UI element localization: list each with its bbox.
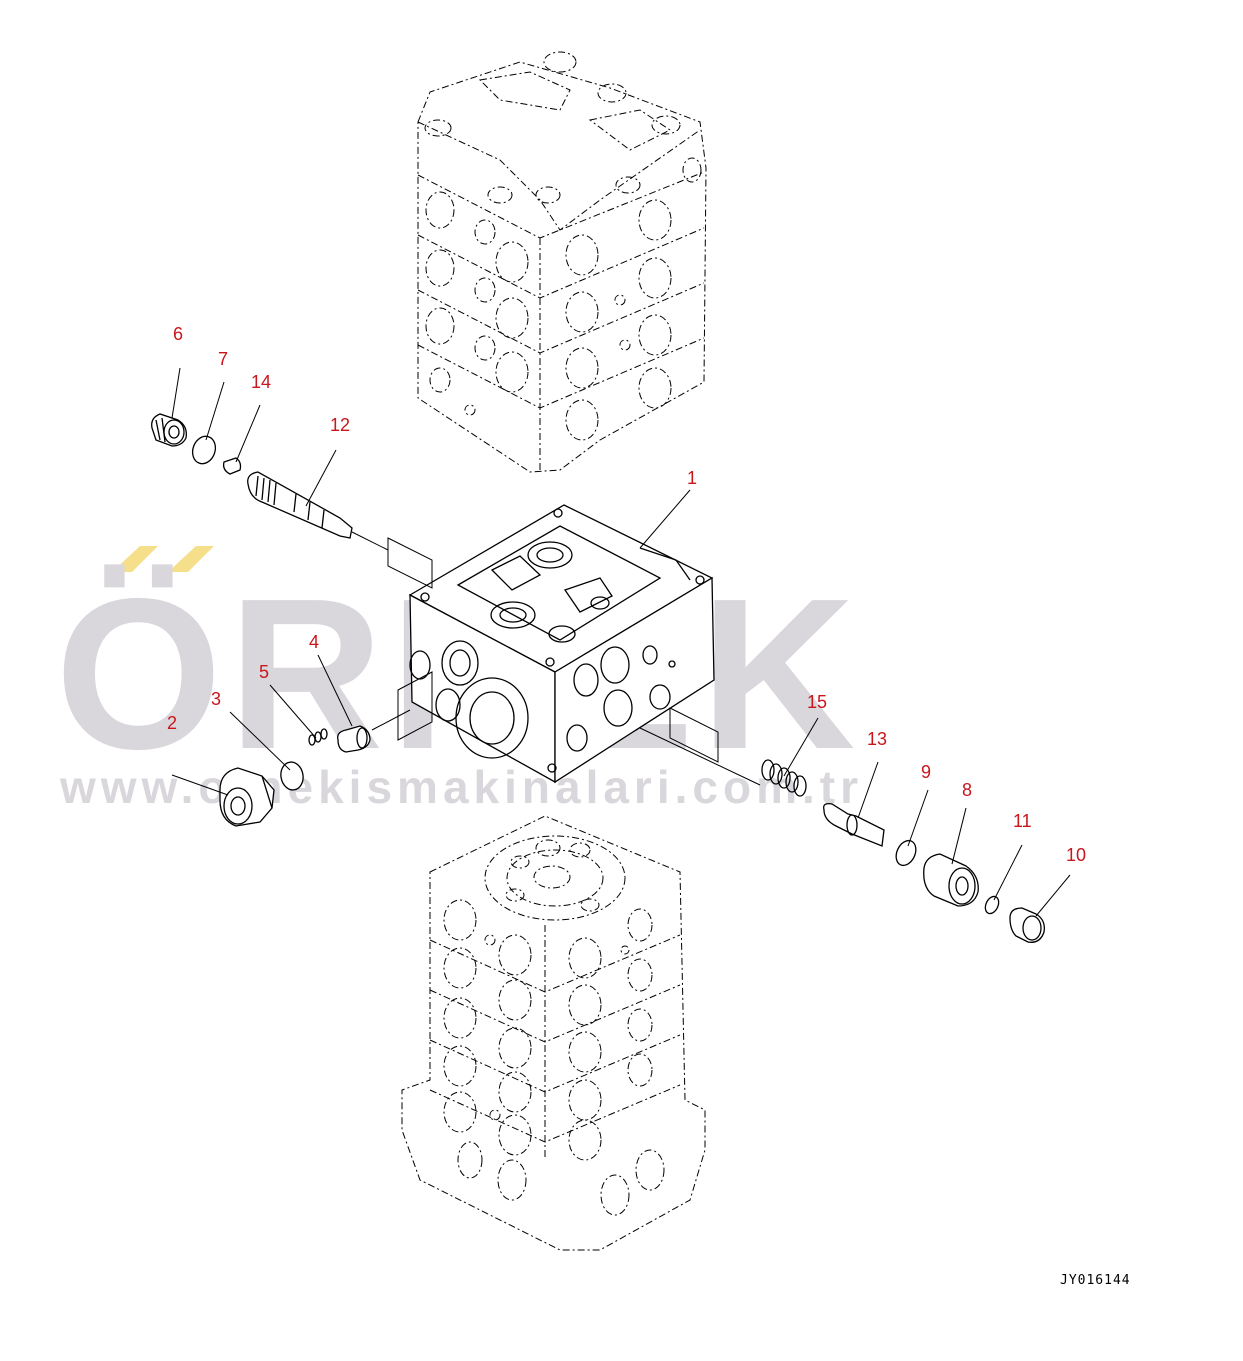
callout-3: 3 — [211, 689, 221, 709]
part-10-plug — [1009, 907, 1045, 943]
watermark-accent-right — [168, 546, 214, 572]
drawing-code: JY016144 — [1060, 1273, 1131, 1288]
part-13-piston — [823, 802, 885, 847]
callout-15: 15 — [807, 692, 827, 712]
callout-numbers: 1 2 3 4 5 6 7 8 9 10 11 12 13 14 15 — [167, 324, 1086, 865]
part-7-o-ring — [191, 435, 217, 465]
watermark-accent-left — [112, 546, 158, 572]
assembly-axis-lines — [351, 531, 761, 786]
part-14-plug — [222, 457, 242, 475]
part-3-o-ring — [280, 761, 304, 791]
part-12-valve — [247, 471, 353, 539]
part-6-plug — [151, 413, 187, 447]
callout-2: 2 — [167, 713, 177, 733]
lower-valve-stack — [401, 815, 706, 1251]
part-2-plug — [219, 767, 275, 827]
callout-7: 7 — [218, 349, 228, 369]
part-11-o-ring — [984, 895, 1000, 915]
upper-valve-stack — [417, 51, 707, 473]
callout-12: 12 — [330, 415, 350, 435]
part-9-o-ring — [895, 839, 917, 867]
callout-8: 8 — [962, 780, 972, 800]
callout-13: 13 — [867, 729, 887, 749]
leader-lines — [171, 367, 1071, 917]
valve-section-body — [408, 504, 715, 784]
callout-11: 11 — [1013, 811, 1032, 831]
part-4-poppet — [337, 725, 371, 753]
callout-5: 5 — [259, 662, 269, 682]
part-8-plug — [923, 853, 979, 907]
callout-6: 6 — [173, 324, 183, 344]
watermark-url: www.ornekismakinalari.com.tr — [59, 761, 863, 813]
callout-1: 1 — [687, 468, 697, 488]
callout-9: 9 — [921, 762, 931, 782]
callout-14: 14 — [251, 372, 271, 392]
callout-4: 4 — [309, 632, 319, 652]
callout-10: 10 — [1066, 845, 1086, 865]
part-15-spring — [761, 759, 807, 797]
